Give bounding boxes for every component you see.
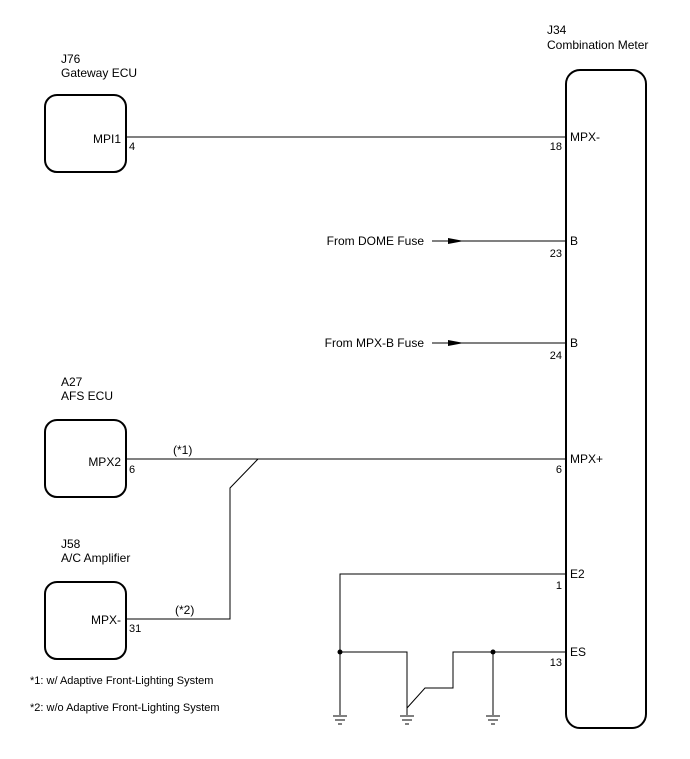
meter-code: J34	[547, 23, 567, 37]
terminal-label: MPX+	[570, 452, 603, 466]
afs-ecu: A27 AFS ECU MPX2 6	[44, 375, 135, 498]
ac-name: A/C Amplifier	[61, 551, 130, 565]
meter-terminal-es: ES 13	[550, 645, 586, 669]
gateway-name: Gateway ECU	[61, 66, 137, 80]
junction-left	[337, 649, 343, 655]
terminal-label: ES	[570, 645, 586, 659]
wire-e2-ground	[339, 573, 566, 715]
terminal-label: MPX-	[570, 130, 600, 144]
wire-ac-branch	[126, 458, 259, 620]
ac-box	[44, 581, 127, 660]
source-mpxb: From MPX-B Fuse	[325, 336, 425, 350]
wire-es-to-e2	[340, 651, 408, 715]
ac-terminal: MPX-	[91, 613, 121, 627]
arrow-dome	[448, 238, 464, 244]
meter-terminal-b-24: B 24	[550, 336, 578, 362]
gateway-ecu: J76 Gateway ECU MPI1 4	[44, 52, 137, 173]
note-2: *2: w/o Adaptive Front-Lighting System	[30, 702, 220, 714]
afs-terminal: MPX2	[88, 455, 121, 469]
meter-terminal-mpx-minus: MPX- 18	[550, 130, 600, 153]
afs-pin: 6	[129, 464, 135, 476]
terminal-pin: 24	[550, 350, 562, 362]
wire-es	[406, 651, 566, 709]
afs-code: A27	[61, 375, 83, 389]
meter-name: Combination Meter	[547, 38, 648, 52]
ac-code: J58	[61, 537, 81, 551]
ground-symbol-1	[333, 715, 347, 725]
meter-terminal-e2: E2 1	[556, 567, 585, 592]
gateway-terminal: MPI1	[93, 132, 121, 146]
terminal-pin: 18	[550, 141, 562, 153]
terminal-pin: 1	[556, 580, 562, 592]
junction-right	[490, 649, 496, 655]
gateway-code: J76	[61, 52, 81, 66]
arrow-mpxb	[448, 340, 464, 346]
meter-terminal-mpx-plus: MPX+ 6	[556, 452, 603, 476]
ground-symbol-3	[486, 715, 500, 725]
terminal-label: B	[570, 336, 578, 350]
ac-pin: 31	[129, 623, 141, 635]
terminal-label: E2	[570, 567, 585, 581]
afs-name: AFS ECU	[61, 389, 113, 403]
wire-tag-afs: (*1)	[173, 443, 192, 457]
meter-terminal-b-23: B 23	[550, 234, 578, 260]
wire-tag-ac: (*2)	[175, 603, 194, 617]
terminal-pin: 13	[550, 657, 562, 669]
gateway-pin: 4	[129, 141, 135, 153]
terminal-pin: 6	[556, 464, 562, 476]
ground-symbol-2	[400, 715, 414, 725]
terminal-pin: 23	[550, 248, 562, 260]
combination-meter: J34 Combination Meter	[547, 23, 648, 729]
note-1: *1: w/ Adaptive Front-Lighting System	[30, 675, 213, 687]
source-dome: From DOME Fuse	[327, 234, 425, 248]
terminal-label: B	[570, 234, 578, 248]
meter-box	[565, 69, 647, 729]
ac-amplifier: J58 A/C Amplifier MPX- 31	[44, 537, 141, 660]
gateway-box	[44, 94, 127, 173]
